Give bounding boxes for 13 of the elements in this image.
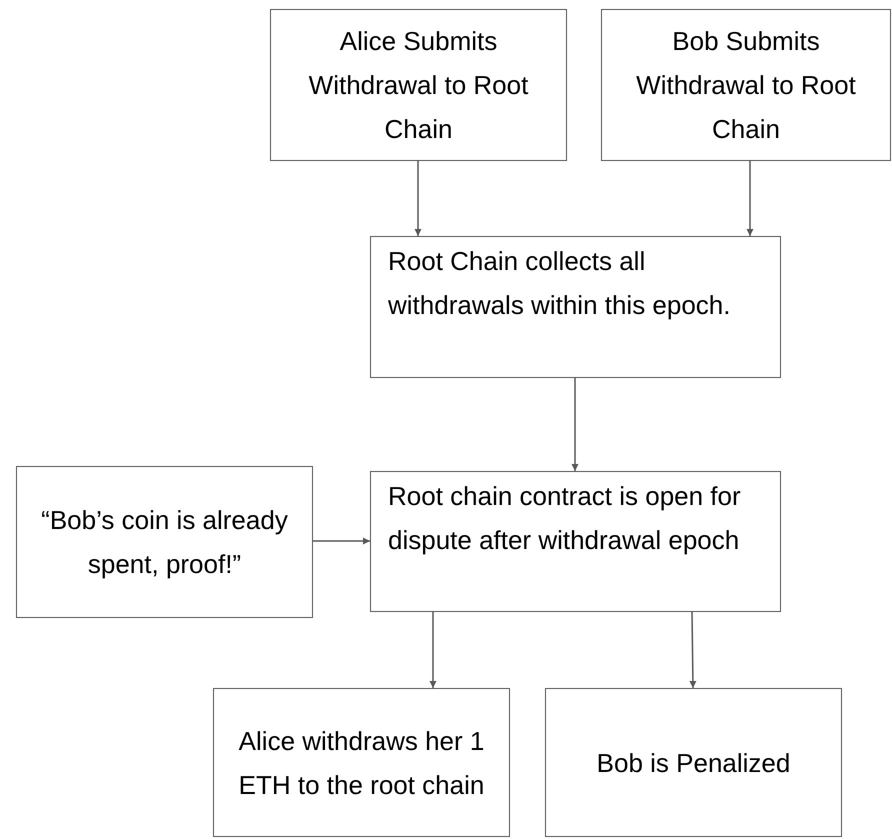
arrow (313, 538, 370, 544)
process-box: Alice Submits Withdrawal to Root Chain (270, 9, 567, 161)
arrow (430, 612, 436, 688)
process-box: Root chain contract is open for dispute after withdrawal epoch (370, 471, 781, 612)
arrow (746, 161, 754, 236)
arrow (414, 161, 422, 236)
process-box: Bob is Penalized (545, 688, 842, 837)
process-box: Root Chain collects all withdrawals within this epoch. (370, 236, 781, 378)
process-box: Alice withdraws her 1 ETH to the root chain (213, 688, 510, 837)
process-box: Bob Submits Withdrawal to Root Chain (601, 9, 891, 161)
arrow (689, 612, 696, 688)
arrow (572, 378, 578, 471)
process-box: “Bob’s coin is already spent, proof!” (16, 466, 313, 618)
